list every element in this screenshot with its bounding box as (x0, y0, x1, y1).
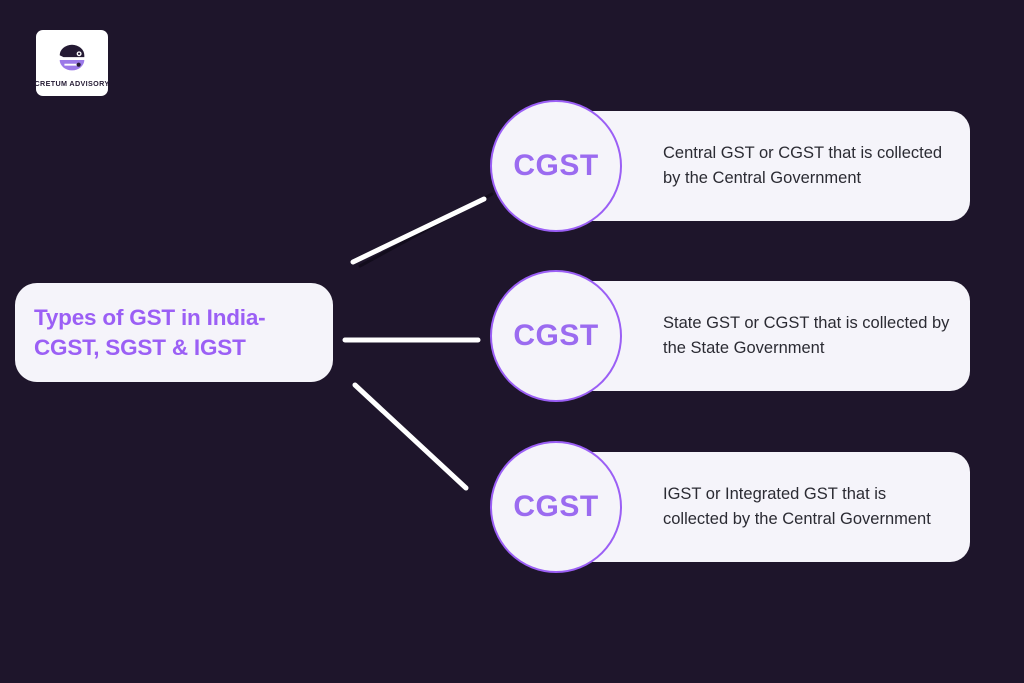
page-title-line-2: CGST, SGST & IGST (34, 334, 246, 360)
gst-type-description-2: State GST or CGST that is collected by t… (663, 314, 950, 357)
gst-type-badge-label-2: CGST (513, 319, 599, 352)
gst-type-description-3: IGST or Integrated GST that is collected… (663, 485, 931, 528)
connector-to-row-1 (350, 196, 487, 265)
logo-mark-icon (59, 44, 85, 71)
connector-to-row-1-shadow (358, 192, 494, 268)
gst-type-badge-label-1: CGST (513, 149, 599, 182)
page-title-line-1: Types of GST in India- (34, 304, 266, 330)
gst-type-badge-1: CGST (490, 100, 622, 232)
gst-type-badge-3: CGST (490, 441, 622, 573)
page-title-box: Types of GST in India- CGST, SGST & IGST (15, 283, 333, 382)
gst-type-badge-2: CGST (490, 270, 622, 402)
connector-to-row-3 (352, 382, 469, 491)
gst-type-badge-label-3: CGST (513, 490, 599, 523)
gst-type-description-1: Central GST or CGST that is collected by… (663, 144, 943, 187)
logo-wordmark: CRETUM ADVISORY (34, 79, 110, 88)
cretum-advisory-logo: CRETUM ADVISORY (34, 30, 110, 96)
